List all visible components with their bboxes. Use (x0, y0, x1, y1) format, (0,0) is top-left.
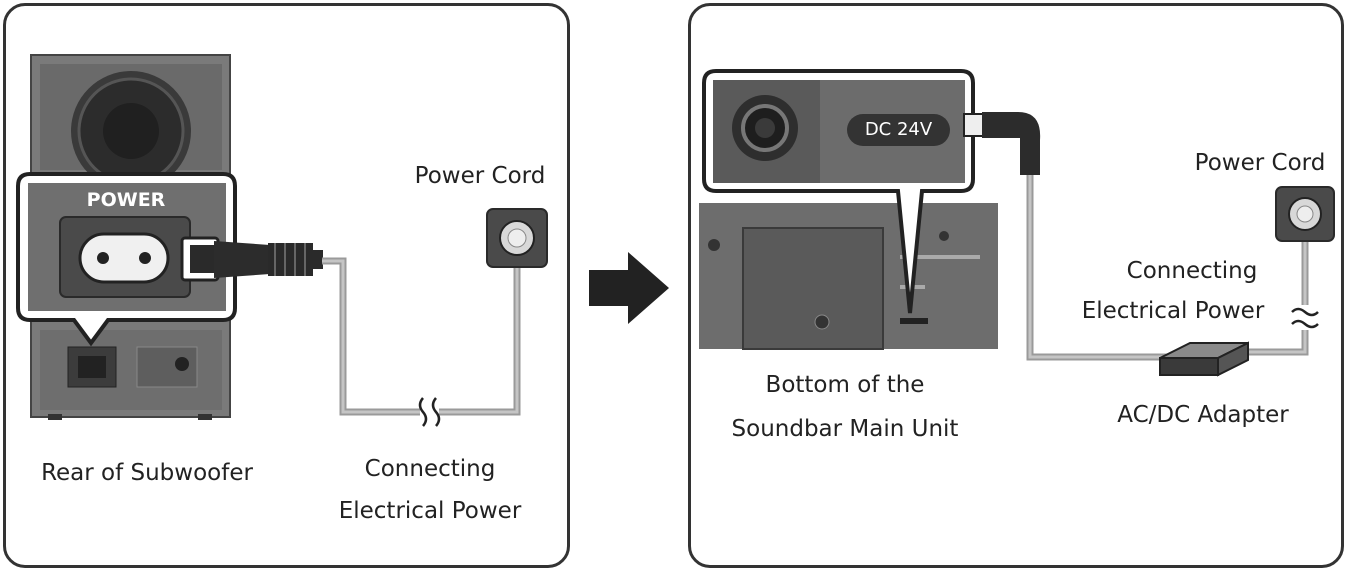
power-label: POWER (86, 189, 166, 211)
ac-dc-adapter-label: AC/DC Adapter (1117, 402, 1289, 428)
bottom-of-soundbar-label: Bottom of the (765, 372, 925, 398)
electrical-power-label: Electrical Power (338, 498, 522, 524)
connecting-label: Connecting (1126, 258, 1258, 284)
power-socket-icon (78, 232, 170, 284)
arrow-right-icon (589, 252, 669, 324)
ac-dc-adapter-icon (1159, 341, 1249, 377)
wall-outlet-icon (1275, 186, 1335, 242)
power-cord-label: Power Cord (414, 163, 546, 189)
dc-callout (702, 69, 975, 314)
break-mark-icon (1291, 307, 1319, 329)
dc-label: DC 24V (864, 119, 933, 140)
soundbar-bottom (699, 203, 998, 350)
soundbar-main-unit-label: Soundbar Main Unit (731, 416, 959, 442)
power-cord-label: Power Cord (1194, 150, 1326, 176)
dc-plug-icon (963, 112, 1041, 175)
wall-outlet-icon (486, 208, 548, 268)
electrical-power-label: Electrical Power (1081, 298, 1265, 324)
power-plug-icon (180, 236, 323, 282)
power-callout (16, 172, 237, 347)
break-mark-icon (418, 397, 441, 427)
rear-of-subwoofer-label: Rear of Subwoofer (41, 460, 253, 486)
connecting-label: Connecting (364, 456, 496, 482)
